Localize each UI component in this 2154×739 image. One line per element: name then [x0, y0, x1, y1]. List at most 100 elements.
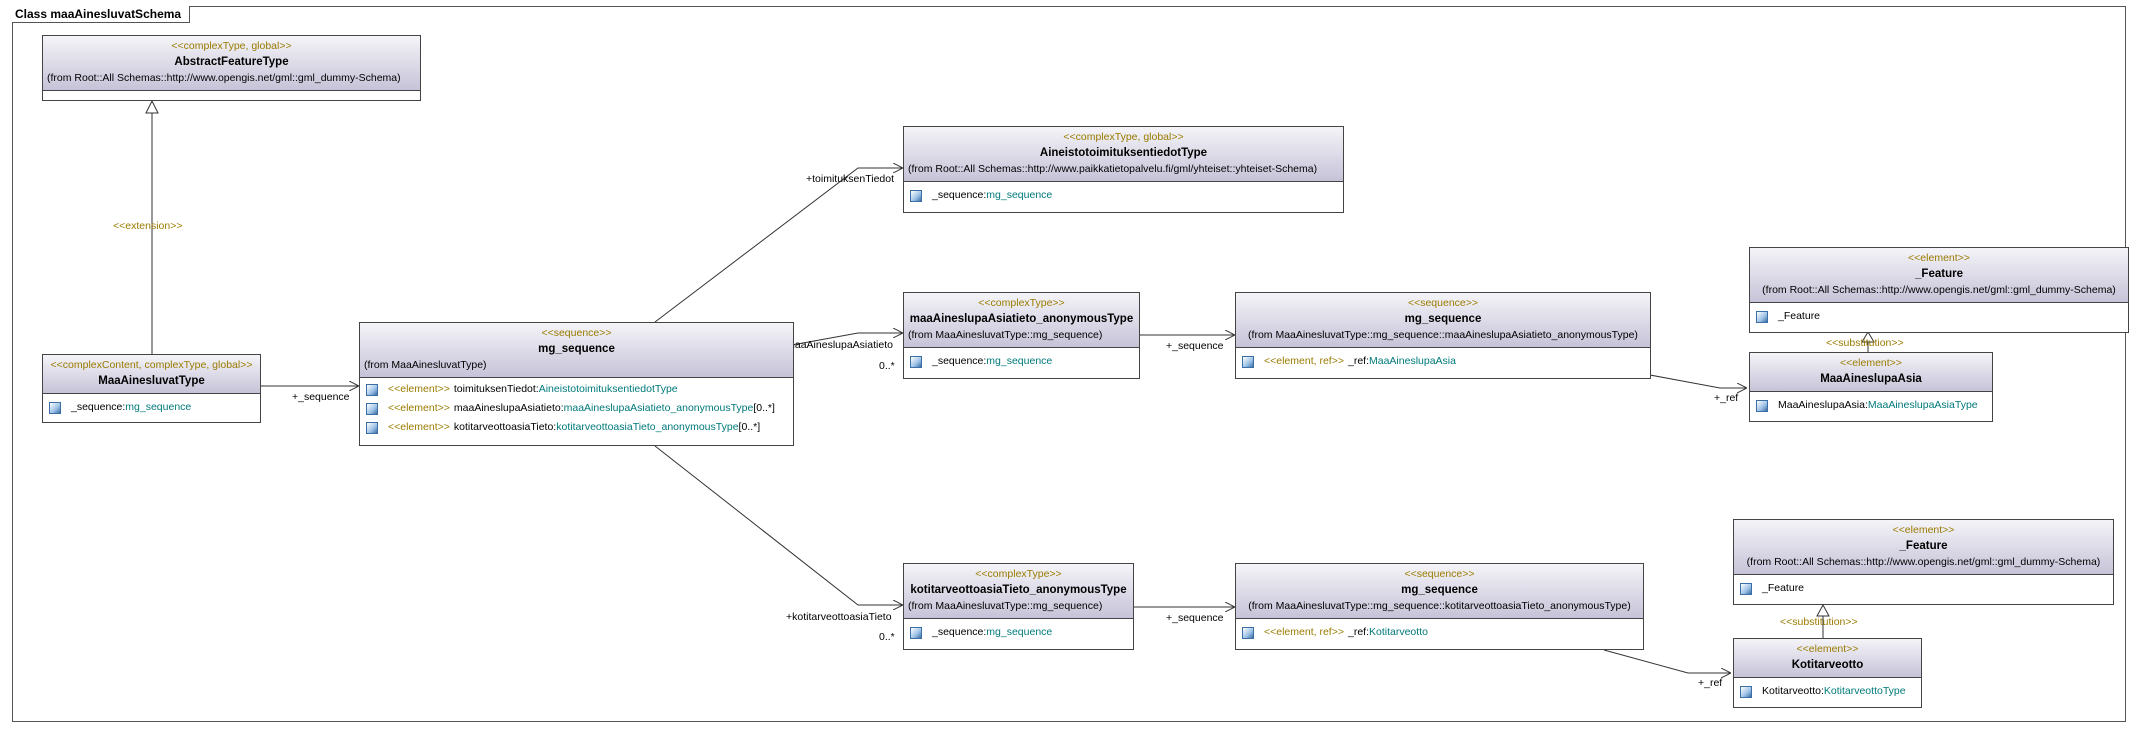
ref-koti-role-label: +_ref	[1698, 677, 1723, 689]
assoc-ref-koti	[1603, 649, 1730, 673]
class-attributes: <<element, ref>>_ref:MaaAineslupaAsia	[1236, 348, 1650, 375]
attribute-row[interactable]: _sequence:mg_sequence	[49, 398, 254, 417]
substitution-label-1: <<substitution>>	[1826, 337, 1904, 349]
class-header: <<sequence>> mg_sequence (from MaaAinesl…	[1236, 564, 1643, 619]
sequence-maa-role-label: +_sequence	[1166, 340, 1224, 352]
class-attributes: _sequence:mg_sequence	[43, 394, 260, 421]
class-origin: (from Root::All Schemas::http://www.open…	[47, 72, 401, 84]
attribute-name: _sequence:	[932, 189, 987, 201]
attribute-icon	[1740, 582, 1752, 595]
attribute-name: MaaAineslupaAsia:	[1778, 399, 1868, 411]
class-header: <<complexType, global>> AbstractFeatureT…	[43, 36, 420, 91]
class-aineistotoimitus-type[interactable]: <<complexType, global>> Aineistotoimituk…	[903, 126, 1344, 213]
class-maa-aineslupa-asia[interactable]: <<element>> MaaAineslupaAsia MaaAineslup…	[1749, 352, 1993, 422]
attribute-row[interactable]: _sequence:mg_sequence	[910, 352, 1133, 371]
attribute-icon	[1740, 685, 1752, 698]
class-stereotype: <<element>>	[1796, 643, 1859, 655]
attribute-row[interactable]: _Feature	[1756, 307, 2122, 326]
class-maa-ainesluvat-type[interactable]: <<complexContent, complexType, global>> …	[42, 354, 261, 423]
attribute-row[interactable]: <<element>>toimituksenTiedot:Aineistotoi…	[366, 380, 787, 399]
generalization-triangle	[145, 99, 159, 114]
sequence-role-label: +_sequence	[292, 391, 350, 403]
class-feature-2[interactable]: <<element>> _Feature (from Root::All Sch…	[1733, 519, 2114, 605]
class-header: <<complexType>> kotitarveottoasiaTieto_a…	[904, 564, 1133, 619]
class-name: MaaAinesluvatType	[98, 375, 205, 387]
class-origin: (from MaaAinesluvatType::mg_sequence::ma…	[1248, 329, 1638, 341]
attribute-type: MaaAineslupaAsiaType	[1867, 399, 1978, 411]
attribute-row[interactable]: Kotitarveotto:KotitarveottoType	[1740, 682, 1915, 701]
class-attributes: MaaAineslupaAsia:MaaAineslupaAsiaType	[1750, 392, 1992, 419]
class-header: <<element>> Kotitarveotto	[1734, 639, 1921, 678]
attribute-type: mg_sequence	[986, 189, 1053, 201]
diagram-frame	[12, 6, 2126, 722]
class-origin: (from MaaAinesluvatType)	[364, 359, 487, 371]
class-mg-sequence-maa[interactable]: <<sequence>> mg_sequence (from MaaAinesl…	[1235, 292, 1651, 379]
class-name: _Feature	[1915, 268, 1963, 280]
class-attributes: _sequence:mg_sequence	[904, 348, 1139, 375]
class-origin: (from Root::All Schemas::http://www.open…	[1762, 284, 2116, 296]
attribute-type: mg_sequence	[986, 626, 1053, 638]
class-koti-anonymous-type[interactable]: <<complexType>> kotitarveottoasiaTieto_a…	[903, 563, 1134, 650]
class-attributes: _sequence:mg_sequence	[904, 182, 1343, 209]
extension-label: <<extension>>	[113, 220, 183, 232]
class-name: maaAineslupaAsiatieto_anonymousType	[909, 313, 1134, 325]
attribute-stereotype: <<element, ref>>	[1264, 626, 1344, 638]
maa-role-label: +maaAineslupaAsiatieto	[780, 339, 893, 351]
class-name: MaaAineslupaAsia	[1820, 373, 1922, 385]
attribute-row[interactable]: _Feature	[1740, 579, 2107, 598]
class-header: <<complexType, global>> Aineistotoimituk…	[904, 127, 1343, 182]
class-mg-sequence-koti[interactable]: <<sequence>> mg_sequence (from MaaAinesl…	[1235, 563, 1644, 650]
attribute-row[interactable]: <<element>>maaAineslupaAsiatieto:maaAine…	[366, 399, 787, 418]
class-name: AineistotoimituksentiedotType	[1039, 147, 1208, 159]
class-mg-sequence-main[interactable]: <<sequence>> mg_sequence (from MaaAinesl…	[359, 322, 794, 446]
attribute-type: AineistotoimituksentiedotType	[538, 383, 678, 395]
koti-role-label: +kotitarveottoasiaTieto	[786, 611, 892, 623]
class-name: _Feature	[1899, 540, 1948, 552]
class-name: mg_sequence	[538, 343, 615, 355]
class-origin: (from Root::All Schemas::http://www.open…	[1746, 556, 2101, 568]
class-name: mg_sequence	[1404, 313, 1482, 325]
assoc-koti	[654, 445, 902, 605]
class-stereotype: <<complexContent, complexType, global>>	[50, 359, 253, 371]
class-stereotype: <<sequence>>	[1407, 297, 1479, 309]
class-header: <<sequence>> mg_sequence (from MaaAinesl…	[360, 323, 793, 378]
class-stereotype: <<complexType, global>>	[1063, 131, 1184, 143]
attribute-row[interactable]: MaaAineslupaAsia:MaaAineslupaAsiaType	[1756, 396, 1986, 415]
attribute-icon	[1242, 355, 1254, 368]
sequence-koti-role-label: +_sequence	[1166, 612, 1224, 624]
class-header: <<element>> _Feature (from Root::All Sch…	[1750, 248, 2128, 303]
attribute-name: _ref:	[1347, 626, 1369, 638]
class-attributes: _sequence:mg_sequence	[904, 619, 1133, 646]
attribute-icon	[1756, 310, 1768, 323]
attribute-type: mg_sequence	[125, 401, 192, 413]
ref-maa-role-label: +_ref	[1714, 392, 1739, 404]
class-kotitarveotto[interactable]: <<element>> Kotitarveotto Kotitarveotto:…	[1733, 638, 1922, 708]
attribute-row[interactable]: <<element, ref>>_ref:Kotitarveotto	[1242, 623, 1637, 642]
class-name: mg_sequence	[1401, 584, 1478, 596]
attribute-icon	[910, 626, 922, 639]
toimitus-role-label: +toimituksenTiedot	[806, 173, 895, 185]
class-stereotype: <<element>>	[1892, 524, 1955, 536]
class-name: kotitarveottoasiaTieto_anonymousType	[910, 584, 1127, 596]
attribute-row[interactable]: <<element, ref>>_ref:MaaAineslupaAsia	[1242, 352, 1644, 371]
attribute-multiplicity: [0..*]	[738, 421, 761, 433]
attribute-row[interactable]: _sequence:mg_sequence	[910, 186, 1337, 205]
class-feature-1[interactable]: <<element>> _Feature (from Root::All Sch…	[1749, 247, 2129, 333]
attribute-name: toimituksenTiedot:	[453, 383, 539, 395]
attribute-name: _sequence:	[932, 626, 987, 638]
class-stereotype: <<complexType, global>>	[171, 40, 292, 52]
class-maa-aineslupa-anonymous-type[interactable]: <<complexType>> maaAineslupaAsiatieto_an…	[903, 292, 1140, 379]
class-abstract-feature-type[interactable]: <<complexType, global>> AbstractFeatureT…	[42, 35, 421, 101]
attribute-row[interactable]: _sequence:mg_sequence	[910, 623, 1127, 642]
maa-multiplicity-label: 0..*	[879, 360, 895, 372]
class-origin: (from MaaAinesluvatType::mg_sequence::ko…	[1248, 600, 1631, 612]
assoc-toimitus	[654, 168, 902, 323]
attribute-icon	[366, 383, 378, 396]
attribute-row[interactable]: <<element>>kotitarveottoasiaTieto:kotita…	[366, 418, 787, 437]
attribute-icon	[910, 189, 922, 202]
class-stereotype: <<element>>	[1908, 252, 1970, 264]
substitution-label-2: <<substitution>>	[1780, 616, 1858, 628]
class-header: <<complexContent, complexType, global>> …	[43, 355, 260, 394]
substitution-triangle-1	[1861, 331, 1875, 343]
